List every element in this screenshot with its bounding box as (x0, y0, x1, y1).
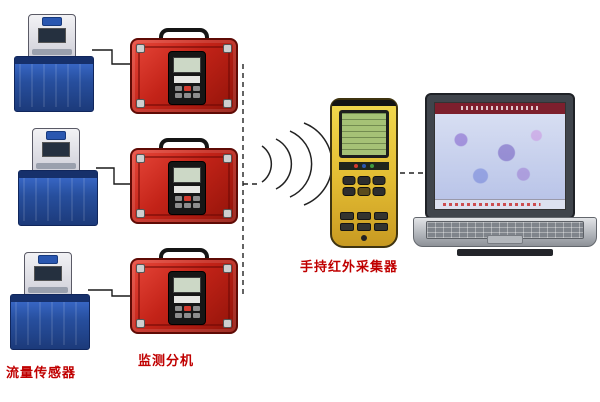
transmitter-cap (42, 17, 62, 26)
flow-sensor-unit-1 (14, 14, 94, 112)
laptop-touchpad (487, 235, 523, 244)
blue-led (362, 164, 366, 168)
transmitter-display (38, 28, 66, 43)
label-flow-sensor: 流量传感器 (6, 365, 77, 380)
corner-clasp (223, 99, 232, 108)
panel-display (173, 57, 201, 73)
monitor-box-2 (130, 138, 238, 226)
handheld-led-row (339, 162, 389, 170)
control-panel (168, 161, 206, 215)
sensor-enclosure (18, 170, 98, 226)
flow-transmitter (32, 128, 80, 174)
flow-sensor-unit-2 (18, 128, 98, 226)
sensor-enclosure (14, 56, 94, 112)
corner-clasp (223, 154, 232, 163)
corner-clasp (223, 264, 232, 273)
handheld-top-band (332, 100, 396, 106)
red-case (130, 258, 238, 334)
handheld-collector (330, 98, 398, 248)
panel-display (173, 167, 201, 183)
transmitter-flange (32, 49, 72, 55)
laptop-base (413, 217, 597, 247)
transmitter-display (34, 266, 62, 281)
panel-buttons (169, 196, 205, 208)
monitor-box-3 (130, 248, 238, 336)
handheld-dpad (342, 176, 386, 196)
transmitter-flange (28, 287, 68, 293)
software-statusbar (435, 199, 565, 209)
corner-clasp (136, 44, 145, 53)
corner-clasp (136, 319, 145, 328)
enclosure-lid (11, 295, 89, 302)
control-panel (168, 51, 206, 105)
monitor-box-1 (130, 28, 238, 116)
corner-clasp (136, 154, 145, 163)
case-bevel (138, 46, 230, 106)
corner-clasp (223, 44, 232, 53)
transmitter-cap (46, 131, 66, 140)
panel-display (173, 277, 201, 293)
handheld-keypad (340, 212, 388, 231)
transmitter-display (42, 142, 70, 157)
software-content (435, 114, 565, 200)
flow-transmitter (24, 252, 72, 298)
software-titlebar (435, 103, 565, 114)
red-led (354, 164, 358, 168)
red-case (130, 38, 238, 114)
laptop-screen-bezel (425, 93, 575, 219)
handheld-lcd-screen (339, 110, 389, 158)
enclosure-ribs (15, 302, 85, 345)
laptop-shadow (457, 249, 553, 256)
green-led (370, 164, 374, 168)
red-case (130, 148, 238, 224)
enclosure-ribs (19, 64, 89, 107)
transmitter-flange (36, 163, 76, 169)
enclosure-ribs (23, 178, 93, 221)
sensor-enclosure (10, 294, 90, 350)
bus-dashed-line (242, 64, 260, 296)
label-monitor-unit: 监测分机 (138, 353, 195, 368)
panel-buttons (169, 306, 205, 318)
corner-clasp (223, 209, 232, 218)
laptop-display (434, 102, 566, 210)
panel-buttons (169, 86, 205, 98)
corner-clasp (136, 264, 145, 273)
handheld-port (361, 235, 367, 241)
flow-sensor-unit-3 (10, 252, 90, 350)
control-panel (168, 271, 206, 325)
lcd-glass (342, 113, 386, 155)
flow-transmitter (28, 14, 76, 60)
panel-label (174, 76, 200, 83)
corner-clasp (136, 99, 145, 108)
laptop-computer (413, 93, 597, 261)
label-handheld-collector: 手持红外采集器 (300, 259, 399, 274)
corner-clasp (223, 319, 232, 328)
wireless-arcs-icon (261, 122, 333, 206)
panel-label (174, 296, 200, 303)
panel-label (174, 186, 200, 193)
corner-clasp (136, 209, 145, 218)
enclosure-lid (19, 171, 97, 178)
transmitter-cap (38, 255, 58, 264)
enclosure-lid (15, 57, 93, 64)
case-bevel (138, 156, 230, 216)
case-bevel (138, 266, 230, 326)
